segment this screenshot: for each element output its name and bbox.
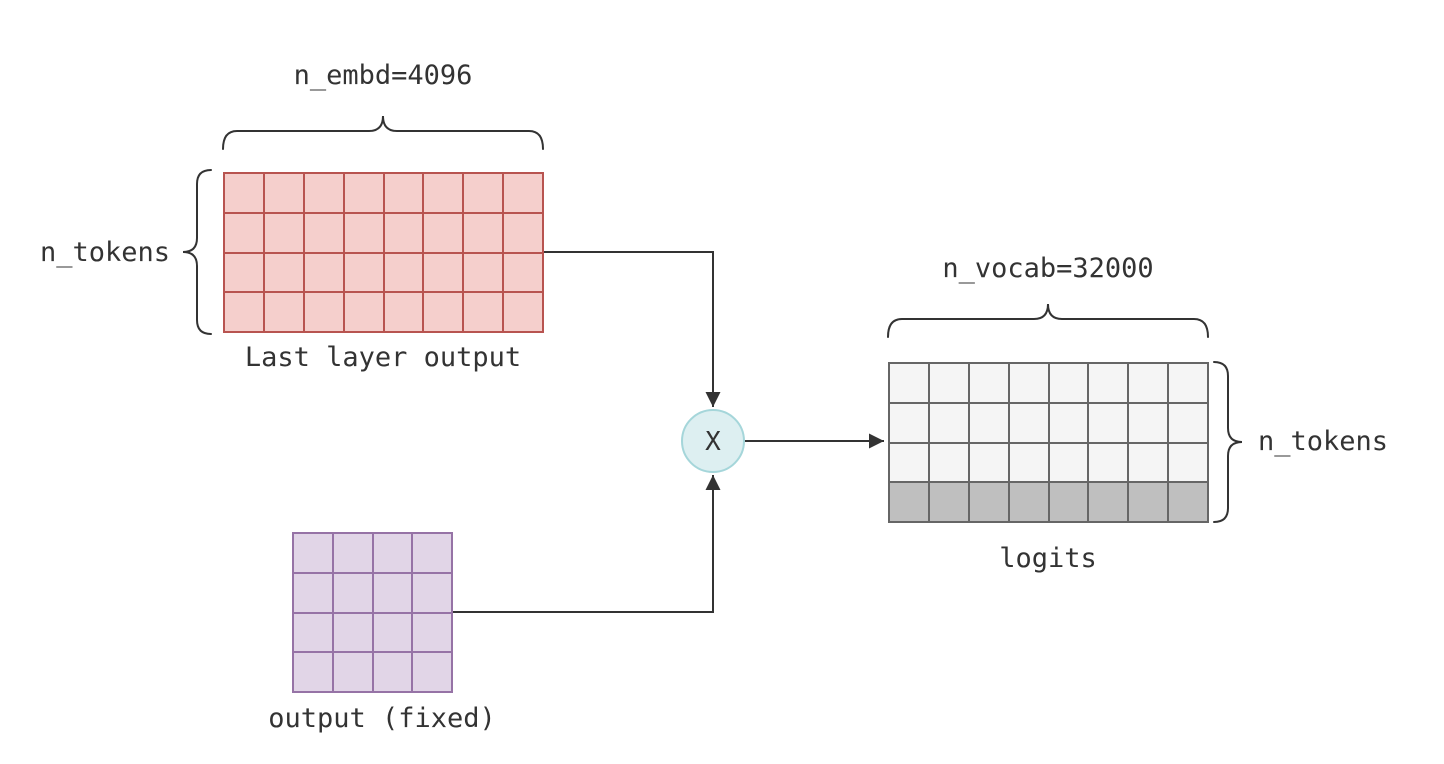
matrix-cell — [383, 252, 424, 293]
matrix-cell — [1128, 482, 1169, 522]
matrix-cell — [423, 252, 464, 293]
output-fixed-label: output (fixed) — [268, 703, 496, 734]
matrix-cell — [968, 482, 1009, 522]
matrix-cell — [303, 173, 344, 213]
matrix-cell — [372, 572, 413, 613]
matrix-cell — [928, 482, 969, 522]
matrix-cell — [968, 442, 1009, 483]
matrix-cell — [372, 612, 413, 653]
matrix-cell — [224, 212, 264, 253]
matrix-cell — [383, 212, 424, 253]
matrix-cell — [1168, 482, 1208, 522]
matrix-cell — [1008, 402, 1049, 443]
matrix-cell — [1088, 442, 1129, 483]
matrix-cell — [503, 212, 543, 253]
matrix-cell — [1048, 482, 1089, 522]
matrix-cell — [412, 572, 452, 613]
matrix-cell — [303, 292, 344, 332]
matrix-cell — [1088, 363, 1129, 403]
matrix-cell — [423, 212, 464, 253]
arrow-last-layer-to-multiply — [544, 251, 721, 407]
matrix-cell — [1088, 482, 1129, 522]
matrix-cell — [332, 652, 373, 692]
matrix-cell — [423, 173, 464, 213]
matrix-cell — [889, 363, 929, 403]
matrix-cell — [1128, 402, 1169, 443]
matrix-cell — [263, 173, 304, 213]
matrix-cell — [224, 292, 264, 332]
matrix-cell — [372, 652, 413, 692]
matrix-cell — [423, 292, 464, 332]
matrix-cell — [1168, 402, 1208, 443]
matrix-cell — [1128, 442, 1169, 483]
matrix-cell — [503, 252, 543, 293]
matrix-logits — [888, 362, 1209, 523]
n-tokens-right-brace — [1213, 361, 1243, 523]
matrix-cell — [343, 212, 384, 253]
matrix-cell — [1048, 442, 1089, 483]
matrix-cell — [412, 533, 452, 573]
matrix-cell — [463, 292, 504, 332]
last-layer-output-label: Last layer output — [244, 342, 522, 373]
multiply-node — [681, 409, 745, 473]
n-tokens-left-brace-label: n_tokens — [39, 237, 170, 268]
n-tokens-left-brace — [182, 169, 212, 335]
matrix-cell — [263, 252, 304, 293]
matrix-cell — [1168, 442, 1208, 483]
matrix-cell — [889, 402, 929, 443]
matrix-cell — [412, 612, 452, 653]
matrix-cell — [1048, 363, 1089, 403]
matrix-cell — [293, 652, 333, 692]
matrix-cell — [1048, 402, 1089, 443]
n-embd-brace — [222, 115, 544, 150]
matrix-cell — [1088, 402, 1129, 443]
matrix-cell — [263, 292, 304, 332]
matrix-output-fixed — [292, 532, 453, 693]
matrix-cell — [503, 173, 543, 213]
matrix-cell — [372, 533, 413, 573]
matrix-cell — [332, 612, 373, 653]
multiply-operator-label: X — [705, 427, 721, 457]
matrix-cell — [968, 363, 1009, 403]
matrix-cell — [889, 482, 929, 522]
matrix-last-layer-output — [223, 172, 544, 333]
matrix-cell — [224, 173, 264, 213]
matrix-cell — [293, 572, 333, 613]
matrix-cell — [928, 442, 969, 483]
matrix-cell — [1168, 363, 1208, 403]
n-vocab-brace-label: n_vocab=32000 — [942, 253, 1154, 284]
matrix-cell — [1008, 442, 1049, 483]
matrix-cell — [503, 292, 543, 332]
n-vocab-brace — [887, 303, 1209, 338]
matrix-cell — [968, 402, 1009, 443]
logits-label: logits — [999, 543, 1097, 574]
matrix-cell — [928, 402, 969, 443]
matrix-cell — [343, 292, 384, 332]
matrix-cell — [293, 533, 333, 573]
matrix-cell — [383, 173, 424, 213]
matrix-cell — [263, 212, 304, 253]
matrix-cell — [303, 212, 344, 253]
matrix-cell — [303, 252, 344, 293]
arrow-output-fixed-to-multiply — [453, 475, 721, 613]
matrix-cell — [343, 252, 384, 293]
matrix-cell — [1128, 363, 1169, 403]
n-tokens-right-brace-label: n_tokens — [1258, 426, 1389, 457]
matrix-cell — [412, 652, 452, 692]
matrix-cell — [1008, 482, 1049, 522]
matrix-cell — [293, 612, 333, 653]
matrix-cell — [463, 212, 504, 253]
matrix-cell — [332, 533, 373, 573]
matrix-cell — [928, 363, 969, 403]
matrix-cell — [463, 252, 504, 293]
matrix-cell — [224, 252, 264, 293]
matrix-cell — [383, 292, 424, 332]
matrix-cell — [343, 173, 384, 213]
matrix-cell — [463, 173, 504, 213]
n-embd-brace-label: n_embd=4096 — [293, 60, 473, 91]
matrix-cell — [332, 572, 373, 613]
matrix-cell — [1008, 363, 1049, 403]
matrix-cell — [889, 442, 929, 483]
